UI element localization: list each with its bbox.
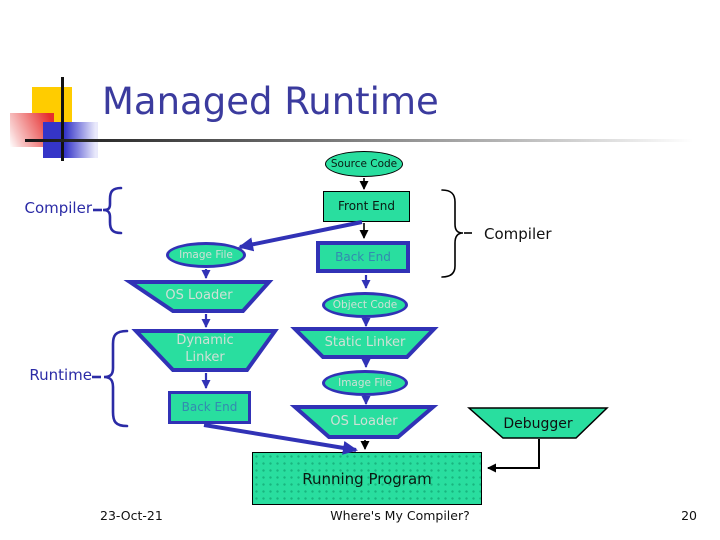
image-file-mid-node: Image File [322,370,408,396]
slide-title: Managed Runtime [102,80,439,123]
front-end-node: Front End [323,191,410,222]
footer-page-number: 20 [681,508,697,523]
source-code-node: Source Code [325,151,403,177]
decor-vertical-line [61,77,64,161]
footer-date: 23-Oct-21 [100,508,163,523]
os-loader-left-node: OS Loader [165,288,233,303]
debugger-shape [467,407,609,439]
arrow-frontend-to-imagefileleft [238,220,363,252]
compiler-right-brace [441,189,464,278]
os-loader-left-shape [123,280,274,313]
object-code-node: Object Code [322,292,408,318]
title-underline-rule [25,139,707,142]
static-linker-shape [290,327,439,359]
os-loader-mid-node: OS Loader [330,414,398,429]
running-program-node: Running Program [252,452,482,505]
dynamic-linker-shape [131,329,279,372]
image-file-left-node: Image File [166,242,246,268]
debugger-node: Debugger [503,416,573,432]
compiler-left-brace [102,186,123,235]
compiler-right-label: Compiler [484,225,552,243]
static-linker-node: Static Linker [324,335,406,350]
back-end-mid-node: Back End [316,241,410,273]
arrow-debugger-to-running [487,439,540,473]
back-end-left-node: Back End [168,391,251,424]
compiler-left-label: Compiler [24,199,92,217]
footer-title: Where's My Compiler? [330,508,470,523]
dynamic-linker-node: Dynamic Linker [176,333,234,365]
arrow-backendleft-to-running [203,423,358,455]
os-loader-mid-shape [289,405,439,439]
runtime-label: Runtime [29,366,92,384]
runtime-brace [103,329,129,428]
